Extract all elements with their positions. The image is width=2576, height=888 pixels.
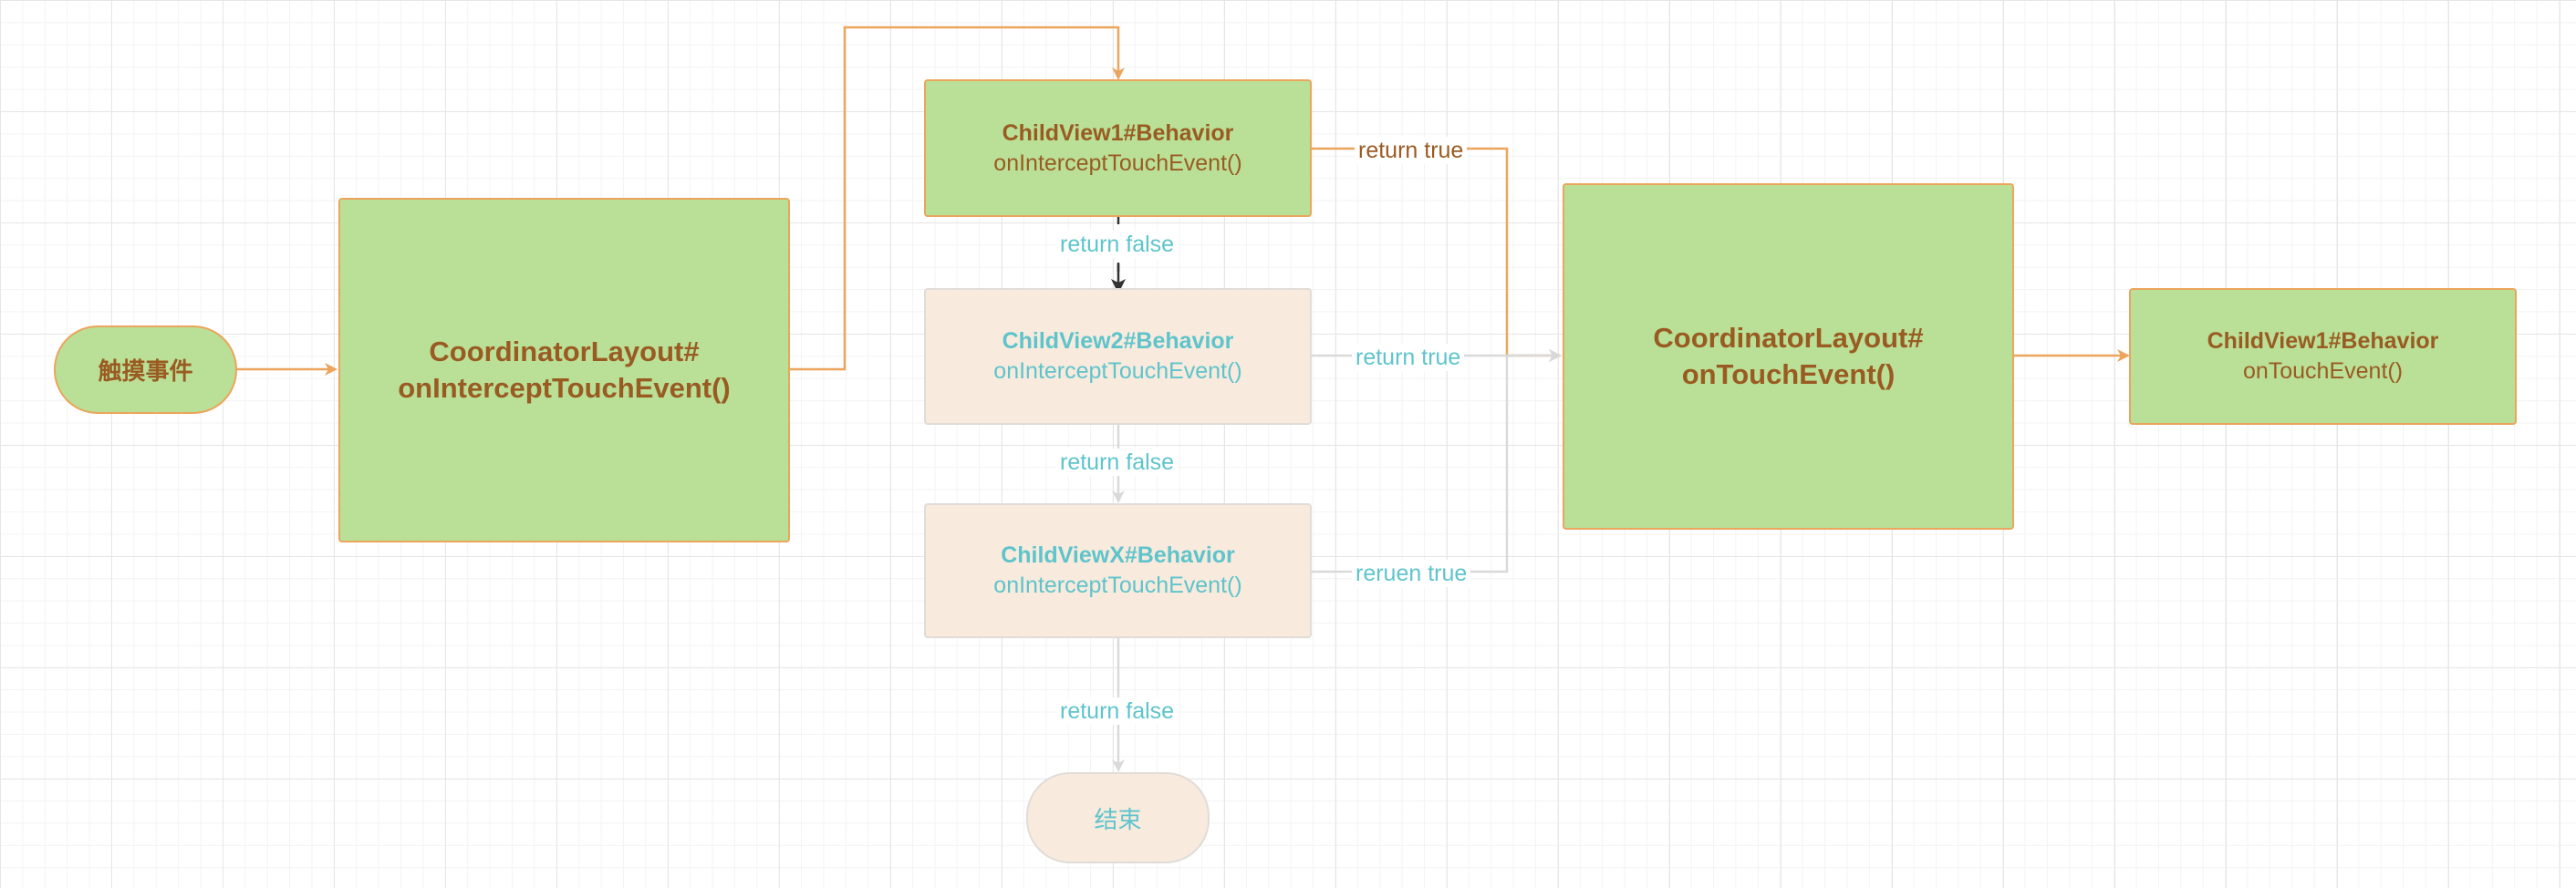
- edge-label-childx-false: return false: [1056, 697, 1179, 725]
- child2-intercept-line1: ChildView2#Behavior: [1002, 328, 1234, 354]
- edge-label-child1-true: return true: [1355, 137, 1468, 164]
- childx-intercept-line2: onInterceptTouchEvent(): [993, 573, 1242, 598]
- end-node: 结束: [1026, 772, 1210, 863]
- child1-touch-line2: onTouchEvent(): [2242, 358, 2404, 384]
- edge-label-child2-true: return true: [1352, 344, 1465, 371]
- coordinator-touch-node: CoordinatorLayout# onTouchEvent(): [1563, 183, 2014, 530]
- start-node-label: 触摸事件: [98, 357, 193, 385]
- child1-touch-line1: ChildView1#Behavior: [2207, 328, 2439, 354]
- coordinator-touch-line1: CoordinatorLayout#: [1653, 322, 1924, 354]
- coordinator-intercept-node: CoordinatorLayout# onInterceptTouchEvent…: [338, 198, 790, 542]
- edge-label-childx-true: reruen true: [1352, 560, 1471, 587]
- edge-child1-to-coordinator-touch: [1312, 147, 1562, 362]
- coordinator-intercept-line1: CoordinatorLayout#: [429, 336, 700, 367]
- coordinator-intercept-line2: onInterceptTouchEvent(): [398, 372, 731, 404]
- child2-intercept-line2: onInterceptTouchEvent(): [993, 358, 1242, 384]
- edge-label-child2-false: return false: [1056, 449, 1179, 476]
- child1-touch-node: ChildView1#Behavior onTouchEvent(): [2129, 288, 2517, 425]
- child1-intercept-line2: onInterceptTouchEvent(): [993, 150, 1242, 176]
- end-node-label: 结束: [1094, 805, 1142, 833]
- coordinator-touch-line2: onTouchEvent(): [1681, 358, 1896, 390]
- childx-intercept-node: ChildViewX#Behavior onInterceptTouchEven…: [924, 503, 1312, 638]
- edge-coordinator-to-child1: [790, 26, 1125, 371]
- childx-intercept-line1: ChildViewX#Behavior: [1001, 542, 1235, 568]
- edge-label-child1-false: return false: [1056, 231, 1179, 258]
- child2-intercept-node: ChildView2#Behavior onInterceptTouchEven…: [924, 288, 1312, 425]
- start-node: 触摸事件: [54, 325, 237, 414]
- edge-childx-to-coordinator-touch: [1312, 356, 1509, 573]
- child1-intercept-node: ChildView1#Behavior onInterceptTouchEven…: [924, 79, 1312, 217]
- child1-intercept-line1: ChildView1#Behavior: [1002, 119, 1234, 146]
